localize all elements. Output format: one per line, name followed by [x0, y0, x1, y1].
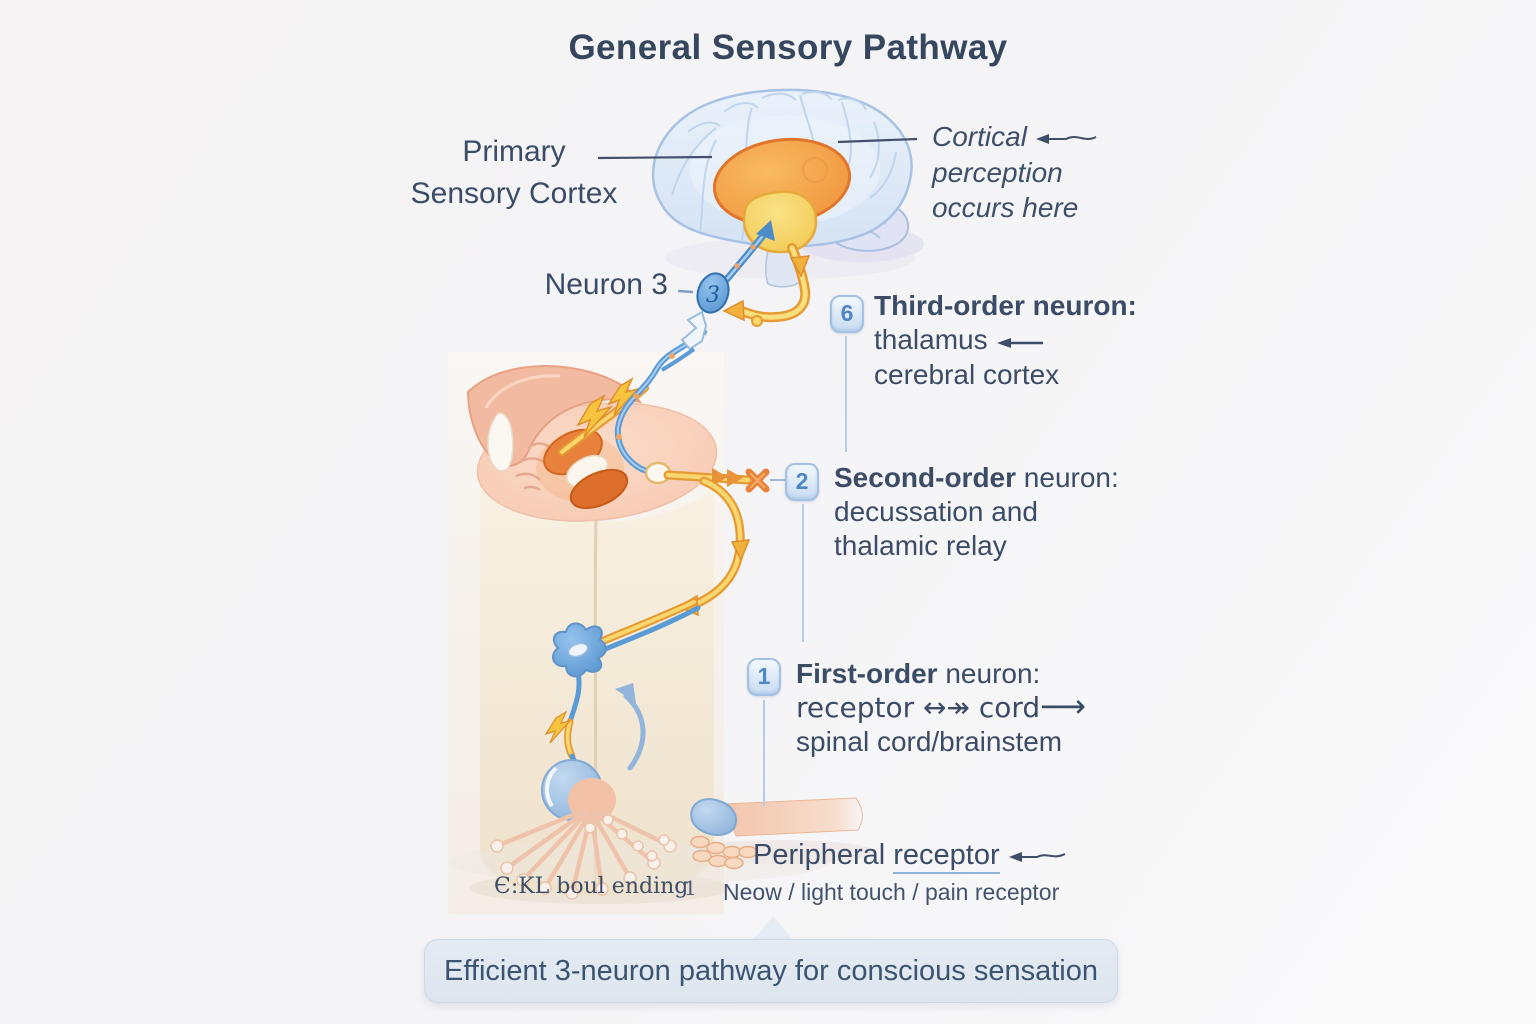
peripheral-receptor-bulb — [450, 683, 830, 900]
pathway-illustration: 3 — [450, 88, 924, 904]
third-order-block: Third-order neuron: thalamus cerebral co… — [874, 290, 1137, 390]
leftward-tailed-arrow-icon — [995, 324, 1045, 358]
leftward-tailed-arrow-icon — [1007, 840, 1067, 873]
second-order-block: Second-order neuron: decussation and tha… — [834, 462, 1119, 561]
badge-second-order: 2 — [785, 463, 819, 501]
badge-first-order: 1 — [747, 658, 781, 696]
ganglion-neuron-soma — [551, 622, 607, 678]
synapse-terminal — [680, 310, 708, 351]
cortical-leader-line — [837, 137, 918, 144]
connector-line — [763, 700, 765, 806]
summary-caption: Efficient 3-neuron pathway for conscious… — [424, 939, 1118, 1003]
footnote-label: Є:KL boul ending — [494, 874, 689, 899]
first-order-block: First-order neuron: receptor ↔↠ cord spi… — [796, 658, 1086, 757]
peripheral-receptor-label: Peripheral receptor — [753, 839, 1067, 874]
primary-cortex-leader-line — [597, 155, 713, 160]
impulse-bolt-icon — [576, 394, 614, 438]
neuron3-soma: 3 — [660, 272, 730, 372]
skin-receptor-dots — [690, 835, 758, 870]
rightward-long-arrow: ⟶ — [1040, 687, 1086, 725]
caption-tail — [752, 916, 794, 941]
receptor-types-label: Neow / light touch / pain receptor — [723, 879, 1060, 905]
neuron3-number: 3 — [706, 283, 720, 308]
page-title: General Sensory Pathway — [568, 28, 1008, 67]
badge-third-order: 6 — [830, 295, 864, 333]
first-order-fiber — [544, 598, 701, 773]
primary-cortex-label: Primary Sensory Cortex — [410, 135, 618, 210]
neuron3-label: Neuron 3 — [544, 268, 668, 301]
gray-matter-horn-lower — [569, 468, 629, 510]
impulse-bolt-icon — [544, 710, 572, 744]
footnote-number: 1 — [684, 876, 697, 900]
cord-fissure-cut — [487, 412, 514, 472]
decussation-fiber — [663, 468, 753, 617]
decussation-x-icon — [745, 468, 786, 493]
connector-line — [845, 336, 847, 452]
spinal-cord-illustration — [466, 365, 730, 904]
skin-receptor — [685, 797, 875, 870]
curved-up-arrow — [623, 693, 646, 771]
impulse-bolt-icon — [607, 377, 641, 416]
thalamus-loop-arrow — [722, 243, 811, 327]
cortical-perception-note: Cortical perception occurs here — [932, 119, 1098, 225]
connector-line — [802, 504, 804, 642]
receptor-end-dots — [490, 814, 677, 900]
descending-blue-fiber — [614, 329, 707, 485]
leftward-tailed-arrow-icon — [1034, 120, 1098, 155]
brain-illustration — [597, 88, 924, 288]
